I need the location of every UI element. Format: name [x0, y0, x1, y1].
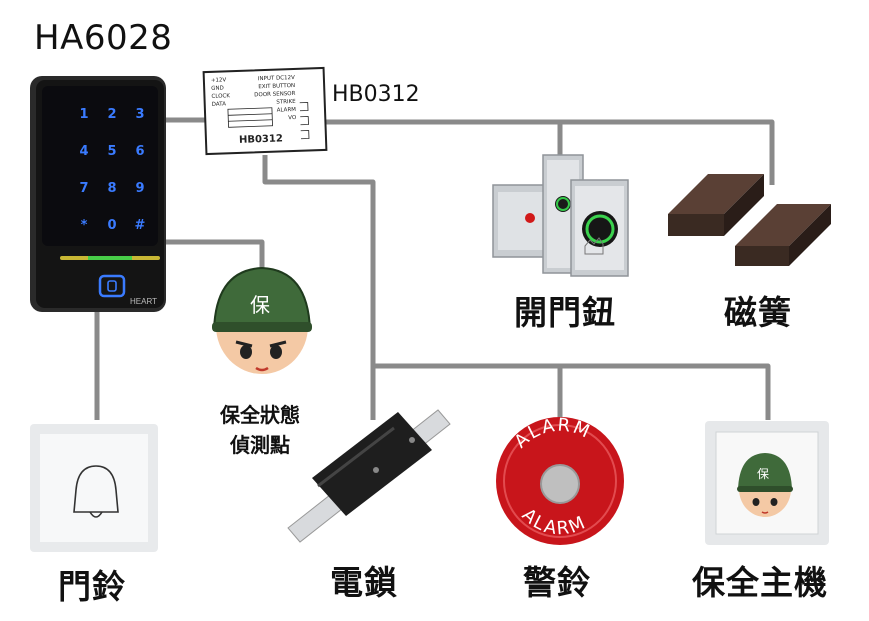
controller-terminal-label: ALARM	[277, 107, 297, 114]
keypad-brand: HEART	[130, 297, 157, 306]
keypad-keys: 1 2 3 4 5 6 7 8 9 * 0 #	[79, 107, 145, 233]
controller-terminal-label: GND	[211, 85, 224, 91]
keypad-key: 8	[107, 181, 116, 196]
security-host-label: 保全主機	[692, 563, 828, 602]
security-host: 保	[705, 421, 829, 545]
electric-lock	[287, 409, 451, 543]
exit-button-label: 開門鈕	[514, 293, 616, 332]
electric-lock-label: 電鎖	[330, 563, 398, 602]
magnetic-sensors	[668, 174, 831, 266]
alarm-bell-label: 警鈴	[523, 563, 591, 602]
wires	[94, 117, 775, 420]
keypad-key: *	[81, 218, 88, 233]
controller-terminal-label: DATA	[212, 101, 227, 107]
keypad-key: 0	[107, 218, 116, 233]
wire-controller-exit-button	[325, 119, 563, 160]
host-helmet-char: 保	[757, 467, 769, 481]
keypad-key: 5	[107, 144, 116, 159]
controller-name: HB0312	[332, 82, 420, 107]
keypad-key: 1	[79, 107, 88, 122]
keypad-key: 4	[79, 144, 88, 159]
security-sensor-label-line1: 保全狀態	[220, 403, 300, 427]
wire-controller-magnetic	[325, 119, 775, 185]
keypad-reader: 1 2 3 4 5 6 7 8 9 * 0 # HEART	[30, 76, 166, 312]
wire-bus-alarm-host	[373, 363, 771, 420]
controller-terminal-label: CLOCK	[211, 93, 230, 100]
doorbell	[30, 424, 158, 552]
alarm-bell: ALARM ALARM	[496, 415, 624, 545]
controller-terminal-label: +12V	[211, 77, 227, 84]
keypad-key: 3	[135, 107, 144, 122]
wire-controller-bus	[262, 155, 376, 420]
wire-keypad-sensor	[165, 239, 265, 268]
keypad-key: 2	[107, 107, 116, 122]
doorbell-label: 門鈴	[58, 567, 126, 606]
security-sensor-label: 保全狀態 偵測點	[205, 400, 315, 460]
magnetic-sensor-label: 磁簧	[724, 293, 792, 332]
controller-terminal-label: DOOR SENSOR	[254, 91, 296, 98]
keypad-key: 9	[135, 181, 144, 196]
keypad-key: #	[135, 218, 146, 233]
keypad-key: 6	[135, 144, 144, 159]
exit-button-plates	[492, 154, 629, 277]
security-sensor-guard: 保	[212, 266, 312, 374]
controller-terminal-label: VO	[288, 115, 297, 121]
controller-terminal-label: INPUT DC12V	[258, 75, 295, 82]
guard-helmet-char: 保	[250, 293, 270, 317]
security-sensor-label-line2: 偵測點	[230, 433, 290, 457]
page-title: HA6028	[34, 18, 173, 58]
controller-board-label: HB0312	[239, 133, 283, 146]
controller-terminal-label: EXIT BUTTON	[258, 83, 295, 90]
keypad-key: 7	[79, 181, 88, 196]
controller-terminal-label: STRIKE	[276, 99, 296, 106]
